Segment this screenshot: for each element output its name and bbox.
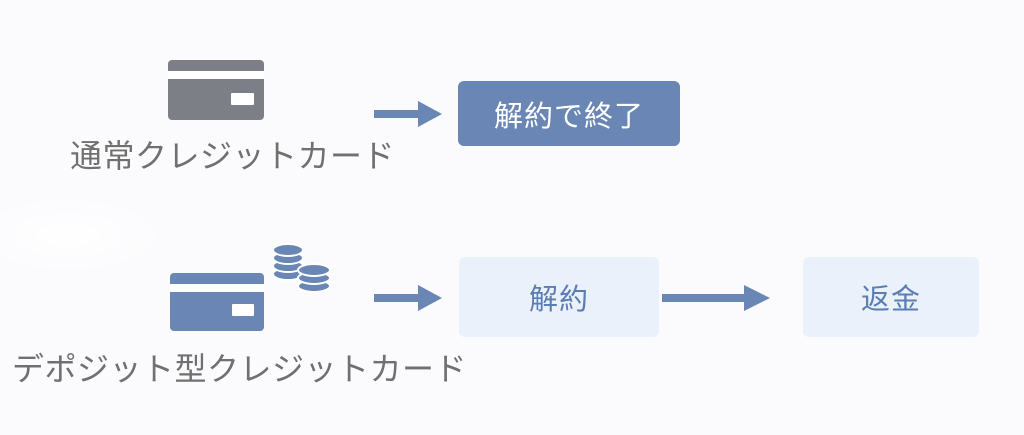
credit-card-icon	[170, 273, 264, 331]
credit-card-icon	[168, 60, 264, 120]
arrow-icon	[374, 285, 442, 311]
cancel-box: 解約	[459, 257, 659, 337]
arrow-icon	[662, 285, 770, 311]
background-smudge	[0, 195, 170, 275]
deposit-card-label: デポジット型クレジットカード	[12, 350, 468, 388]
arrow-icon	[374, 101, 442, 127]
regular-card-label: 通常クレジットカード	[70, 137, 396, 175]
coin-stack-icon	[272, 243, 331, 293]
cancel-end-box: 解約で終了	[458, 81, 680, 146]
refund-box: 返金	[803, 257, 979, 337]
